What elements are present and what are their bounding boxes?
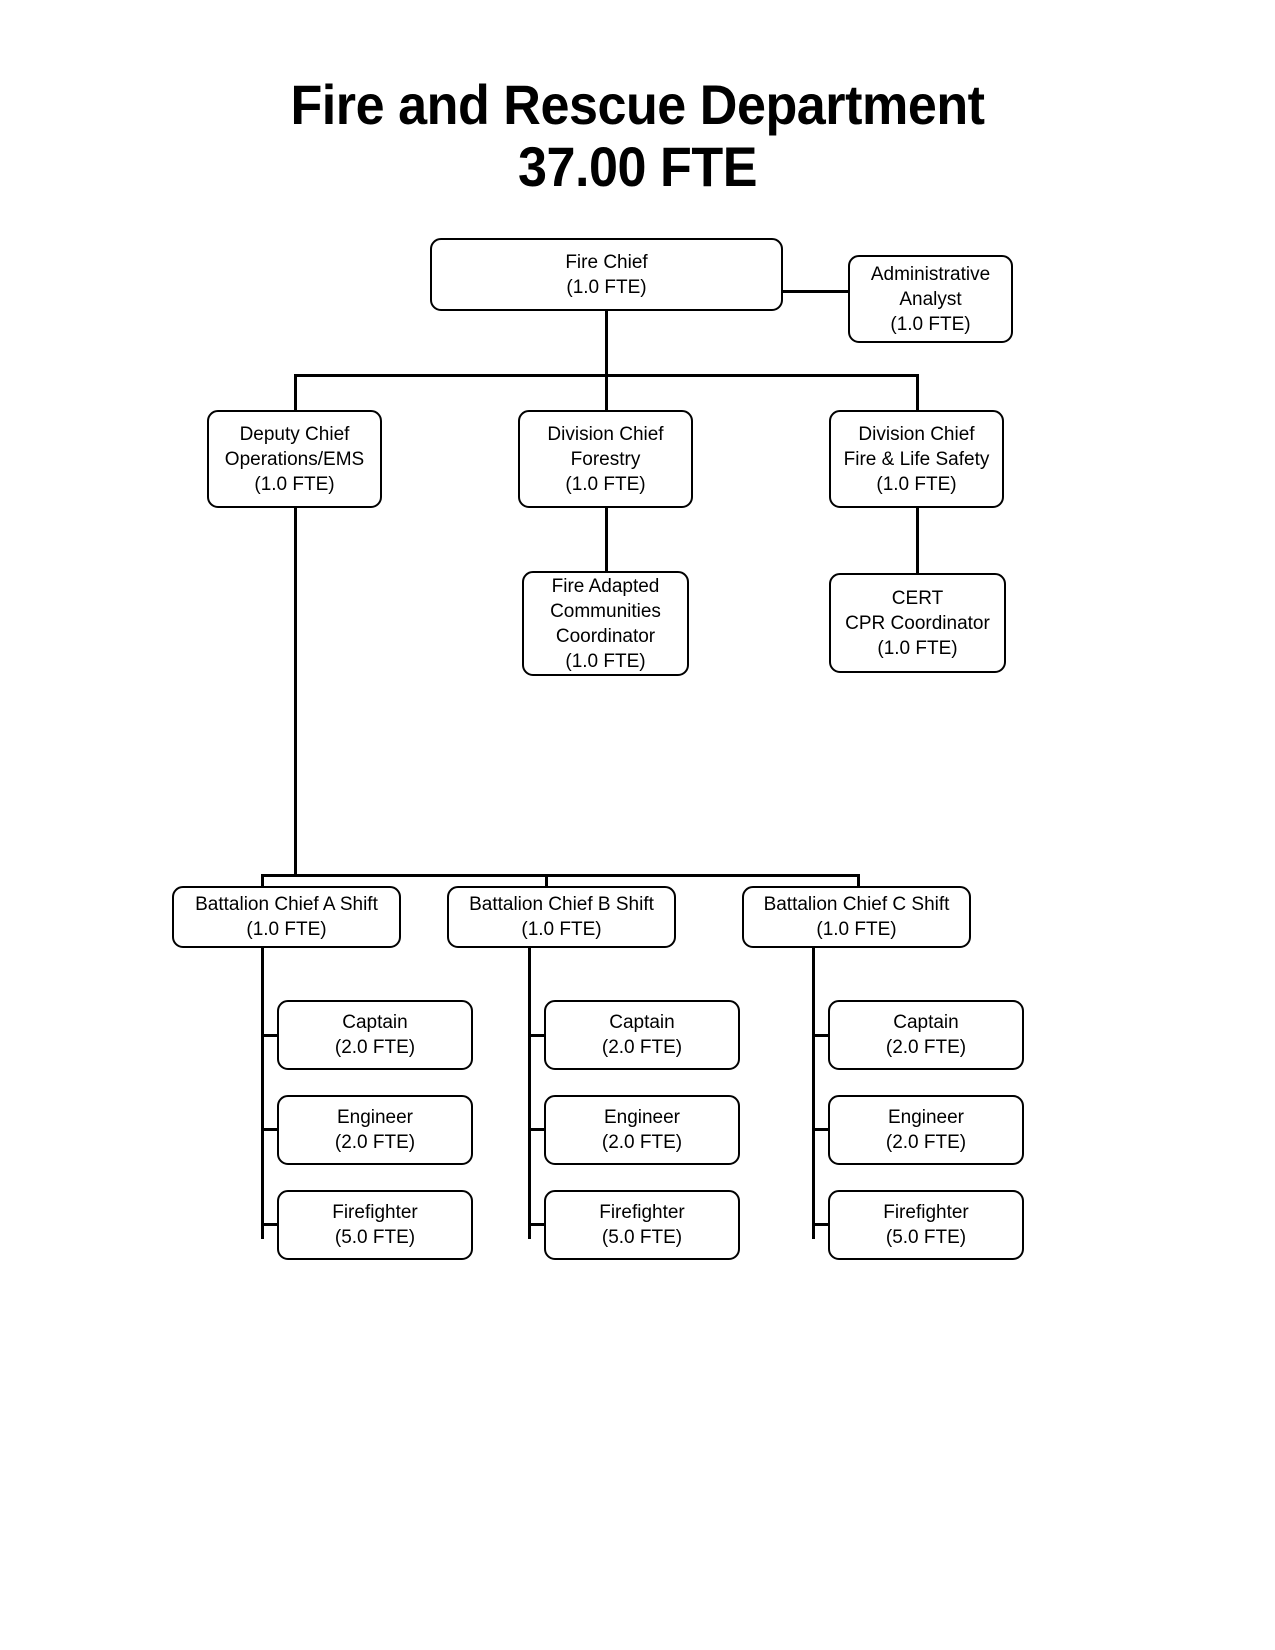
edge-drop-div-forestry <box>605 374 608 410</box>
edge-bc-a-spine <box>261 946 264 1239</box>
node-battalion-chief-a-shift[interactable]: Battalion Chief A Shift (1.0 FTE) <box>172 886 401 948</box>
edge-chief-to-analyst <box>783 290 849 293</box>
edge-drop-bc-a <box>261 874 264 886</box>
node-engineer-b-shift[interactable]: Engineer (2.0 FTE) <box>544 1095 740 1165</box>
node-firefighter-b-shift[interactable]: Firefighter (5.0 FTE) <box>544 1190 740 1260</box>
node-cert-cpr-coordinator[interactable]: CERT CPR Coordinator (1.0 FTE) <box>829 573 1006 673</box>
node-deputy-chief-operations-ems[interactable]: Deputy Chief Operations/EMS (1.0 FTE) <box>207 410 382 508</box>
edge-battalion-bus <box>261 874 860 877</box>
node-captain-b-shift[interactable]: Captain (2.0 FTE) <box>544 1000 740 1070</box>
node-fire-adapted-communities-coordinator[interactable]: Fire Adapted Communities Coordinator (1.… <box>522 571 689 676</box>
edge-forestry-to-fac <box>605 508 608 573</box>
edge-chief-stem <box>605 311 608 376</box>
edge-deputy-chief-stem <box>294 508 297 877</box>
node-administrative-analyst[interactable]: Administrative Analyst (1.0 FTE) <box>848 255 1013 343</box>
node-engineer-c-shift[interactable]: Engineer (2.0 FTE) <box>828 1095 1024 1165</box>
edge-drop-deputy-chief <box>294 374 297 410</box>
node-engineer-a-shift[interactable]: Engineer (2.0 FTE) <box>277 1095 473 1165</box>
edge-drop-bc-c <box>857 874 860 886</box>
edge-bc-c-spine <box>812 946 815 1239</box>
node-captain-a-shift[interactable]: Captain (2.0 FTE) <box>277 1000 473 1070</box>
edge-drop-bc-b <box>545 874 548 886</box>
node-division-chief-forestry[interactable]: Division Chief Forestry (1.0 FTE) <box>518 410 693 508</box>
node-firefighter-a-shift[interactable]: Firefighter (5.0 FTE) <box>277 1190 473 1260</box>
node-battalion-chief-c-shift[interactable]: Battalion Chief C Shift (1.0 FTE) <box>742 886 971 948</box>
page-title: Fire and Rescue Department 37.00 FTE <box>290 73 985 198</box>
edge-bc-b-spine <box>528 946 531 1239</box>
node-division-chief-fire-life-safety[interactable]: Division Chief Fire & Life Safety (1.0 F… <box>829 410 1004 508</box>
node-fire-chief[interactable]: Fire Chief (1.0 FTE) <box>430 238 783 311</box>
node-battalion-chief-b-shift[interactable]: Battalion Chief B Shift (1.0 FTE) <box>447 886 676 948</box>
edge-drop-div-fls <box>916 374 919 410</box>
edge-fls-to-cert <box>916 508 919 573</box>
node-captain-c-shift[interactable]: Captain (2.0 FTE) <box>828 1000 1024 1070</box>
node-firefighter-c-shift[interactable]: Firefighter (5.0 FTE) <box>828 1190 1024 1260</box>
